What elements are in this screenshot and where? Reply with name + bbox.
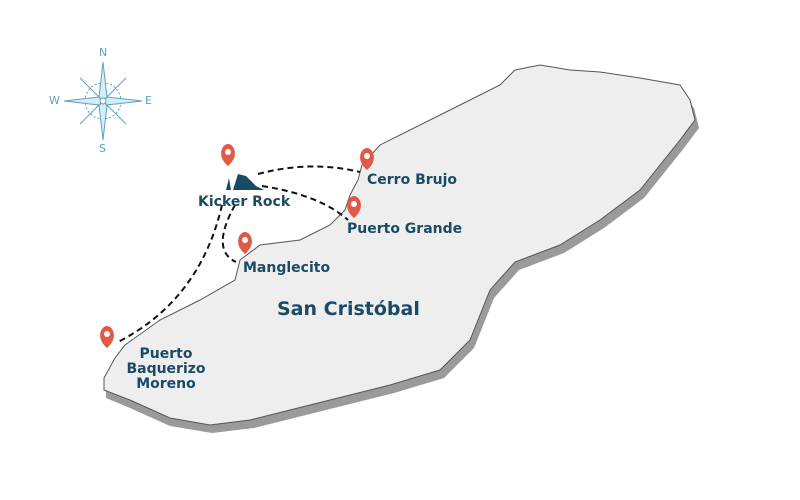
marker-icon-baquerizo xyxy=(100,326,114,348)
compass-west: W xyxy=(49,94,60,107)
label-puerto-baquerizo-moreno[interactable]: Puerto Baquerizo Moreno xyxy=(126,347,206,392)
route-kicker-manglecito xyxy=(221,204,237,263)
compass-north: N xyxy=(99,46,108,59)
marker-icon-cerro-brujo xyxy=(360,148,374,170)
label-line: Puerto xyxy=(139,346,193,362)
label-kicker-rock[interactable]: Kicker Rock xyxy=(198,194,291,210)
kicker-rock-icon xyxy=(226,174,264,190)
label-puerto-grande[interactable]: Puerto Grande xyxy=(347,221,463,237)
label-line: Moreno xyxy=(136,376,196,392)
marker-icon-kicker-rock xyxy=(221,144,235,166)
compass-east: E xyxy=(145,94,152,107)
marker-icon-puerto-grande xyxy=(347,196,361,218)
label-cerro-brujo[interactable]: Cerro Brujo xyxy=(367,172,458,188)
tour-routes xyxy=(117,165,361,343)
label-line: Baquerizo xyxy=(126,361,206,377)
route-kicker-baquerizo xyxy=(117,204,223,343)
route-kicker-puertogrande xyxy=(261,185,349,221)
island-land xyxy=(103,64,696,426)
route-kicker-cerro xyxy=(257,165,361,175)
location-markers xyxy=(100,144,374,348)
island-name-label: San Cristóbal xyxy=(277,298,420,320)
compass-rose xyxy=(63,61,143,141)
label-manglecito[interactable]: Manglecito xyxy=(243,260,331,276)
marker-icon-manglecito xyxy=(238,232,252,254)
compass-south: S xyxy=(99,142,106,155)
